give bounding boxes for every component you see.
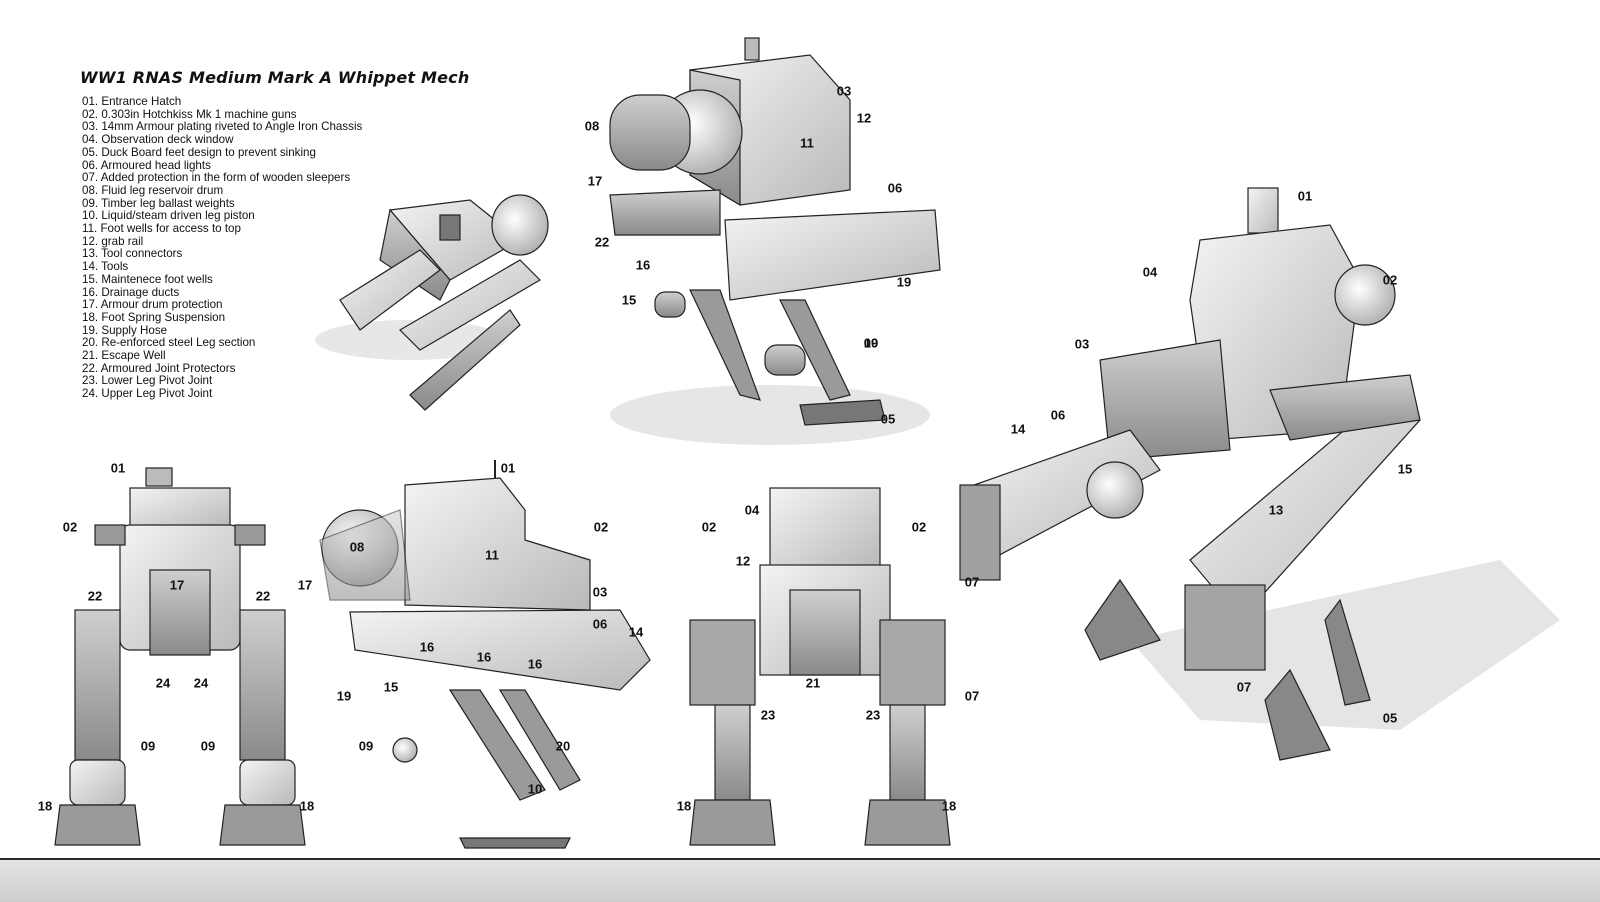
legend-item: 15. Maintenece foot wells [82,272,213,286]
callout-label: 01 [110,460,126,476]
legend-item: 17. Armour drum protection [82,298,223,312]
callout-label: 12 [856,110,872,126]
mech-view-front [689,487,951,846]
legend-item: 14. Tools [82,260,129,274]
callout-label: 06 [887,180,903,196]
callout-label: 14 [1010,421,1026,437]
callout-label: 18 [299,798,315,814]
callout-label: 22 [594,234,610,250]
legend-item: 10. Liquid/steam driven leg piston [82,209,255,223]
legend-item: 09. Timber leg ballast weights [82,196,235,210]
mech-view-rear [54,467,306,846]
legend-item: 16. Drainage ducts [82,285,180,299]
callout-label: 15 [1397,461,1413,477]
callout-label: 22 [255,588,271,604]
callout-label: 06 [592,616,608,632]
callout-label: 07 [964,688,980,704]
legend-item: 11. Foot wells for access to top [82,222,241,236]
callout-label: 20 [555,738,571,754]
callout-label: 15 [383,679,399,695]
callout-label: 16 [476,649,492,665]
callout-label: 24 [155,675,171,691]
callout-label: 14 [628,624,644,640]
callout-label: 02 [1382,272,1398,288]
callout-label: 13 [1268,502,1284,518]
callout-label: 09 [200,738,216,754]
legend-item: 18. Foot Spring Suspension [82,310,226,324]
callout-label: 02 [62,519,78,535]
sheet-title: WW1 RNAS Medium Mark A Whippet Mech [80,68,470,87]
callout-label: 09 [140,738,156,754]
callout-label: 06 [1050,407,1066,423]
callout-label: 05 [1382,710,1398,726]
callout-label: 12 [735,553,751,569]
callout-label: 10 [527,781,543,797]
callout-label: 03 [1074,336,1090,352]
callout-label: 07 [964,574,980,590]
callout-label: 18 [941,798,957,814]
legend-item: 03. 14mm Armour plating riveted to Angle… [82,120,363,134]
callout-label: 01 [500,460,516,476]
callout-label: 19 [896,274,912,290]
legend-item: 19. Supply Hose [82,323,168,337]
legend-item: 23. Lower Leg Pivot Joint [82,374,213,388]
callout-label: 09 [358,738,374,754]
callout-label: 09 [863,335,879,351]
callout-label: 11 [800,135,814,151]
legend-item: 22. Armoured Joint Protectors [82,361,236,375]
callout-label: 11 [485,547,499,563]
legend-item: 06. Armoured head lights [82,158,211,172]
callout-label: 04 [744,502,760,518]
callout-label: 24 [193,675,209,691]
legend-item: 01. Entrance Hatch [82,95,182,108]
callout-label: 15 [621,292,637,308]
callout-label: 22 [87,588,103,604]
callout-label: 23 [760,707,776,723]
callout-label: 03 [592,584,608,600]
callout-label: 16 [527,656,543,672]
callout-label: 17 [169,577,185,593]
callout-label: 19 [336,688,352,704]
legend-item: 20. Re-enforced steel Leg section [82,336,256,350]
callout-label: 18 [676,798,692,814]
legend-item: 07. Added protection in the form of wood… [82,171,351,185]
mech-view-front-three-quarter [959,187,1560,761]
legend-item: 13. Tool connectors [82,247,183,261]
legend-item: 08. Fluid leg reservoir drum [82,183,224,197]
callout-label: 04 [1142,264,1158,280]
callout-label: 03 [836,83,852,99]
callout-label: 08 [349,539,365,555]
legend-item: 24. Upper Leg Pivot Joint [82,387,213,401]
callout-label: 07 [1236,679,1252,695]
callout-label: 17 [587,173,603,189]
callout-label: 21 [805,675,821,691]
callout-label: 08 [584,118,600,134]
callout-label: 01 [1297,188,1313,204]
legend-item: 04. Observation deck window [82,133,234,147]
legend-item: 02. 0.303in Hotchkiss Mk 1 machine guns [82,107,297,121]
callout-label: 02 [593,519,609,535]
legend-item: 12. grab rail [82,234,144,248]
legend-item: 05. Duck Board feet design to prevent si… [82,145,316,159]
mech-view-top-small [315,194,549,411]
callout-label: 17 [297,577,313,593]
callout-label: 02 [701,519,717,535]
ground-strip [0,858,1600,902]
callout-label: 16 [419,639,435,655]
legend-item: 21. Escape Well [82,349,166,363]
callout-label: 18 [37,798,53,814]
callout-label: 10 [863,335,879,351]
callout-label: 02 [911,519,927,535]
mech-view-rear-three-quarter [609,37,941,445]
callout-label: 16 [635,257,651,273]
mech-view-side [319,460,651,849]
callout-label: 23 [865,707,881,723]
callout-label: 05 [880,411,896,427]
